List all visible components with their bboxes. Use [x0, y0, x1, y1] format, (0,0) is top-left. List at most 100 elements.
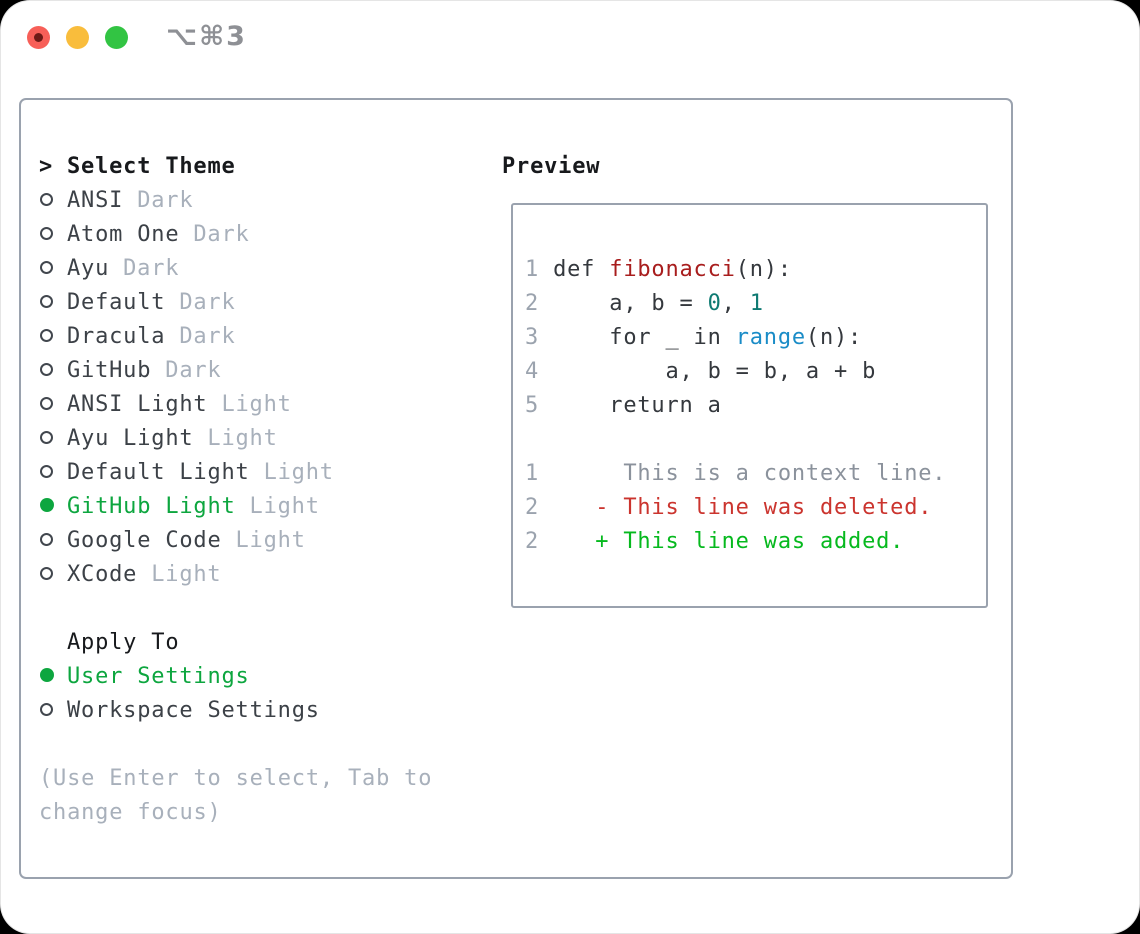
theme-variant-tag: Dark [179, 290, 236, 315]
token-plain: a, b = [539, 291, 708, 316]
theme-name: Ayu Light [67, 426, 194, 451]
line-number: 4 [525, 359, 540, 384]
theme-variant-tag: Dark [165, 358, 222, 383]
token-plain: return a [539, 393, 722, 418]
line-number: 1 [525, 257, 540, 282]
radio-unselected-icon [39, 184, 67, 218]
theme-name: XCode [67, 562, 138, 587]
theme-option-ansi[interactable]: ANSI Dark [39, 184, 432, 218]
token-plain: a, b = b, a + b [539, 359, 877, 384]
theme-name: ANSI [67, 188, 124, 213]
theme-name: Google Code [67, 528, 222, 553]
theme-name: GitHub Light [67, 494, 236, 519]
spacer [525, 423, 986, 457]
select-theme-header: > Select Theme [39, 150, 432, 184]
apply-option-workspace-settings[interactable]: Workspace Settings [39, 694, 432, 728]
preview-title: Preview [502, 154, 601, 179]
minimize-button[interactable] [66, 26, 89, 49]
theme-option-github-light[interactable]: GitHub Light Light [39, 490, 432, 524]
radio-unselected-icon [39, 286, 67, 320]
theme-variant-tag: Light [207, 426, 278, 451]
token-plain [539, 495, 595, 520]
select-theme-title: Select Theme [67, 154, 236, 179]
theme-option-ayu-light[interactable]: Ayu Light Light [39, 422, 432, 456]
token-func: fibonacci [609, 257, 736, 282]
theme-variant-tag: Light [151, 562, 222, 587]
spacer [39, 592, 432, 626]
diff-line: 2 - This line was deleted. [525, 491, 986, 525]
theme-name: Ayu [67, 256, 110, 281]
theme-variant-tag: Dark [137, 188, 194, 213]
apply-option-label: User Settings [67, 664, 250, 689]
theme-option-ayu[interactable]: Ayu Dark [39, 252, 432, 286]
line-number: 2 [525, 291, 540, 316]
theme-option-xcode[interactable]: XCode Light [39, 558, 432, 592]
spacer [39, 728, 432, 762]
token-plain: (n): [805, 325, 863, 350]
apply-option-user-settings[interactable]: User Settings [39, 660, 432, 694]
help-text-line-1: (Use Enter to select, Tab to [39, 766, 433, 791]
theme-option-default[interactable]: Default Dark [39, 286, 432, 320]
token-num: 0 [707, 291, 722, 316]
token-num: 1 [749, 291, 764, 316]
token-deleted: - This line was deleted. [595, 495, 933, 520]
theme-option-github[interactable]: GitHub Dark [39, 354, 432, 388]
radio-unselected-icon [39, 524, 67, 558]
token-plain: def [539, 257, 610, 282]
radio-unselected-icon [39, 422, 67, 456]
diff-preview: 1 This is a context line.2 - This line w… [525, 457, 986, 559]
theme-option-dracula[interactable]: Dracula Dark [39, 320, 432, 354]
window-title: ⌥⌘3 [166, 21, 247, 52]
apply-option-label: Workspace Settings [67, 698, 320, 723]
theme-variant-tag: Light [221, 392, 292, 417]
line-number: 3 [525, 325, 540, 350]
token-plain: for _ in [539, 325, 736, 350]
radio-unselected-icon [39, 558, 67, 592]
help-text-line-2: change focus) [39, 800, 222, 825]
radio-unselected-icon [39, 694, 67, 728]
diff-line: 2 + This line was added. [525, 525, 986, 559]
code-line: 3 for _ in range(n): [525, 321, 986, 355]
radio-unselected-icon [39, 218, 67, 252]
code-line: 1 def fibonacci(n): [525, 253, 986, 287]
theme-name: Default [67, 290, 166, 315]
radio-unselected-icon [39, 456, 67, 490]
prompt-icon: > [39, 154, 54, 179]
token-plain [539, 529, 595, 554]
token-plain: (n): [735, 257, 792, 282]
token-builtin: range [735, 325, 806, 350]
code-line: 5 return a [525, 389, 986, 423]
radio-selected-icon [39, 660, 67, 694]
code-line: 4 a, b = b, a + b [525, 355, 986, 389]
theme-variant-tag: Dark [179, 324, 236, 349]
token-added: + This line was added. [595, 529, 905, 554]
theme-variant-tag: Light [249, 494, 320, 519]
diff-line: 1 This is a context line. [525, 457, 986, 491]
radio-unselected-icon [39, 320, 67, 354]
close-button[interactable] [27, 26, 50, 49]
zoom-button[interactable] [105, 26, 128, 49]
record-dot-icon [34, 33, 43, 42]
theme-name: Default Light [67, 460, 250, 485]
apply-to-title: Apply To [67, 630, 180, 655]
line-number: 1 [525, 461, 540, 486]
theme-variant-tag: Dark [123, 256, 180, 281]
radio-unselected-icon [39, 354, 67, 388]
theme-name: Dracula [67, 324, 166, 349]
code-line: 2 a, b = 0, 1 [525, 287, 986, 321]
theme-name: Atom One [67, 222, 180, 247]
line-number: 2 [525, 529, 540, 554]
radio-unselected-icon [39, 252, 67, 286]
line-number: 2 [525, 495, 540, 520]
theme-name: GitHub [67, 358, 152, 383]
